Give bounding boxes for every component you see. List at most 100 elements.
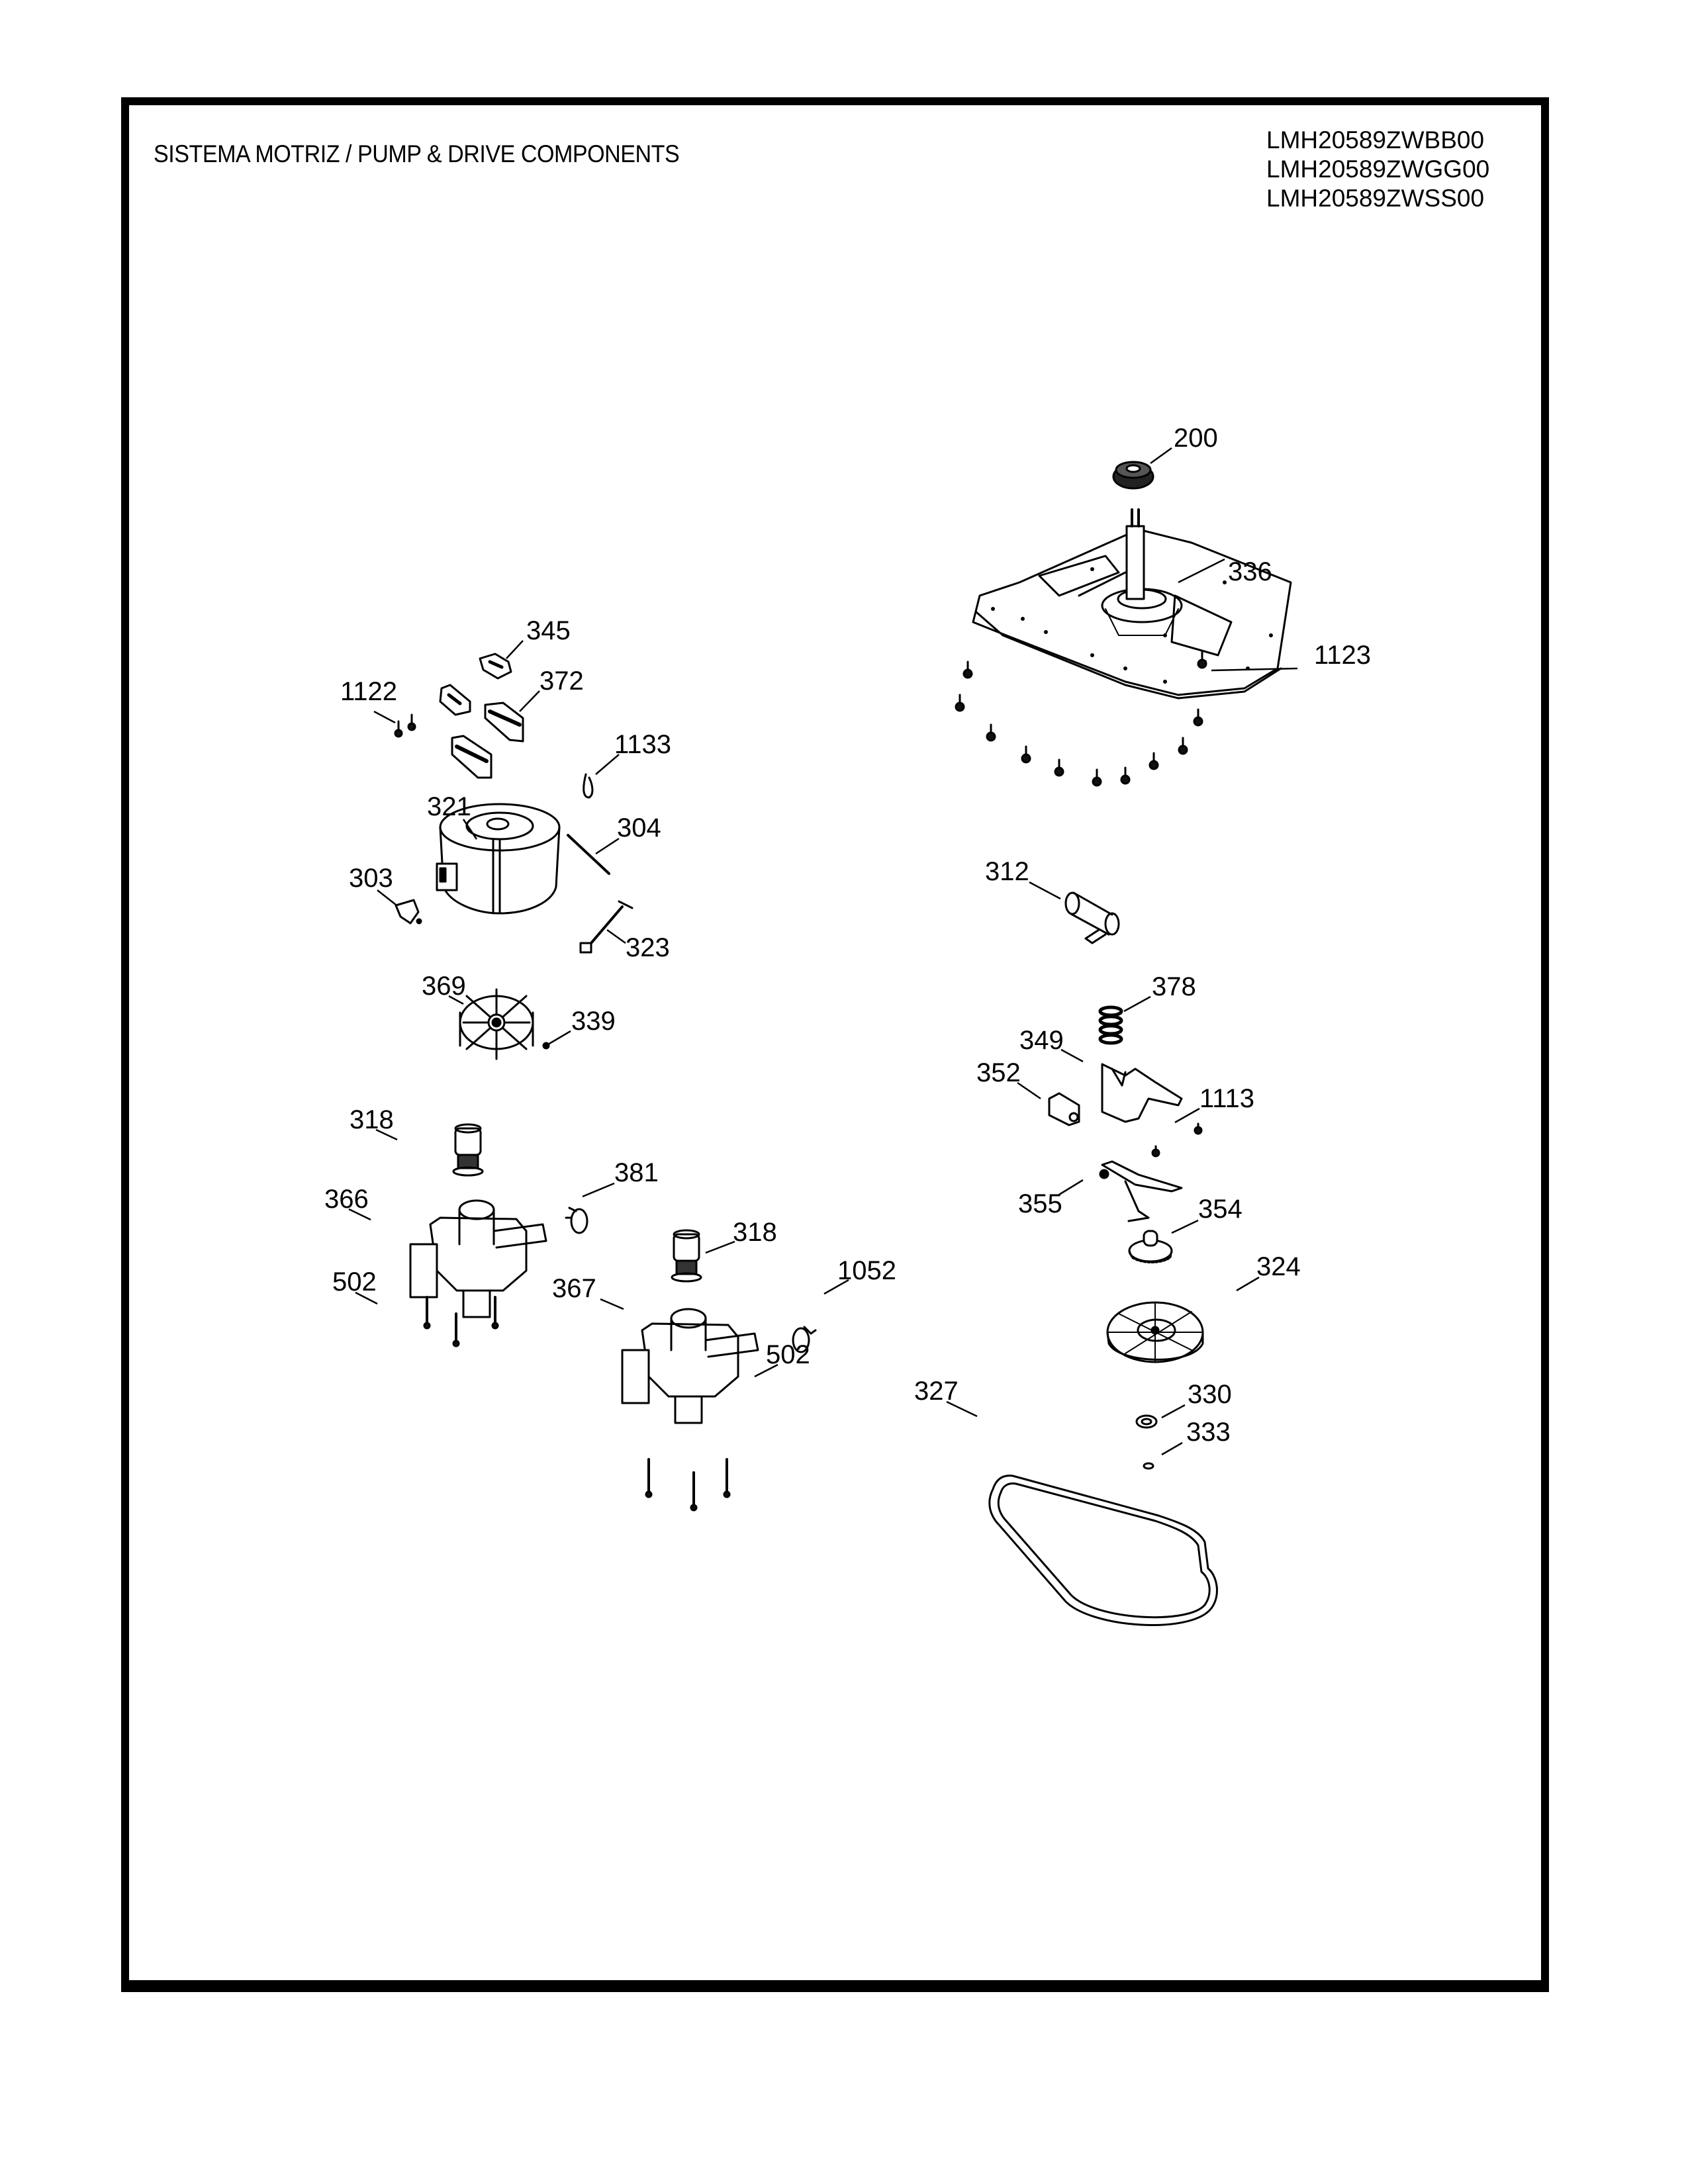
leader-354 <box>1171 1219 1199 1234</box>
leader-323 <box>606 929 626 944</box>
leader-349 <box>1060 1048 1084 1063</box>
callout-1122: 1122 <box>340 677 397 706</box>
callout-labels: 200 336 1123 345 372 1122 1133 321 304 3… <box>324 424 1371 1447</box>
callout-321: 321 <box>427 792 471 821</box>
leader-355 <box>1058 1179 1084 1196</box>
part-324-drive-pulley <box>1106 1301 1204 1363</box>
callout-1133: 1133 <box>614 730 671 759</box>
part-339-fan-nut <box>542 1042 550 1050</box>
callout-502-right: 502 <box>766 1340 810 1369</box>
callout-318-top: 318 <box>350 1105 394 1134</box>
part-372-mount-bracket-2 <box>451 735 492 779</box>
page-frame <box>121 97 1549 1992</box>
leader-502b <box>754 1363 778 1378</box>
part-502-screws-1 <box>423 1296 499 1347</box>
leader-1113 <box>1174 1107 1200 1124</box>
leader-339 <box>547 1030 571 1046</box>
leader-372 <box>519 690 540 712</box>
part-200-bearing-cap <box>1112 461 1154 490</box>
callout-323: 323 <box>626 933 670 962</box>
leader-1122 <box>373 710 396 724</box>
part-333-ring <box>1143 1462 1154 1470</box>
callout-372: 372 <box>539 666 584 696</box>
part-321-drive-motor <box>436 803 561 915</box>
leader-1052 <box>823 1279 849 1295</box>
part-1122-screws <box>394 713 416 738</box>
part-1113-screws <box>1151 1122 1203 1158</box>
callout-324: 324 <box>1256 1252 1301 1281</box>
callout-349: 349 <box>1019 1026 1064 1055</box>
callout-336: 336 <box>1228 557 1272 586</box>
part-327-drive-belt <box>988 1475 1218 1626</box>
part-312-capacitor <box>1064 891 1120 944</box>
part-1123-screws <box>955 651 1207 787</box>
callout-200: 200 <box>1174 424 1218 453</box>
part-378-spring <box>1098 1005 1123 1045</box>
part-1133-wire-clip <box>583 773 594 799</box>
leader-369 <box>448 995 464 1005</box>
leader-327 <box>946 1400 978 1418</box>
part-349-clutch-bracket <box>1101 1063 1183 1123</box>
leader-378 <box>1123 995 1151 1013</box>
callout-352: 352 <box>976 1058 1021 1087</box>
leader-318b <box>705 1240 735 1254</box>
callout-1123: 1123 <box>1314 641 1371 670</box>
callout-355: 355 <box>1018 1189 1062 1218</box>
leader-336 <box>1178 558 1225 584</box>
part-355-shift-lever <box>1099 1160 1183 1222</box>
leader-502a <box>355 1291 378 1305</box>
leader-304 <box>595 837 620 855</box>
callout-366: 366 <box>324 1185 369 1214</box>
callout-327: 327 <box>914 1377 959 1406</box>
leader-lines <box>348 447 1298 1456</box>
leader-330 <box>1161 1404 1186 1419</box>
part-354-clutch-gear <box>1128 1230 1173 1263</box>
leader-318a <box>375 1128 398 1141</box>
leader-303 <box>377 889 397 905</box>
leader-333 <box>1161 1441 1183 1456</box>
leader-312 <box>1029 881 1061 900</box>
part-345-mount-pad <box>479 653 512 680</box>
part-345-mount-pad-2 <box>439 684 471 716</box>
leader-1123 <box>1211 667 1298 672</box>
model-number: LMH20589ZWGG00 <box>1266 156 1490 183</box>
callout-303: 303 <box>349 864 393 893</box>
part-352-actuator <box>1048 1092 1080 1126</box>
callout-354: 354 <box>1198 1195 1243 1224</box>
callout-381: 381 <box>614 1158 659 1187</box>
model-number: LMH20589ZWBB00 <box>1266 126 1485 154</box>
model-number: LMH20589ZWSS00 <box>1266 185 1485 212</box>
leader-321 <box>462 819 478 840</box>
callout-333: 333 <box>1186 1418 1231 1447</box>
part-366-drain-pump <box>409 1199 547 1318</box>
part-372-mount-bracket <box>484 702 524 743</box>
model-number-list: LMH20589ZWBB00 LMH20589ZWGG00 LMH20589ZW… <box>1266 126 1489 213</box>
part-330-washer <box>1135 1414 1158 1429</box>
leader-345 <box>506 640 524 659</box>
leader-200 <box>1150 447 1172 465</box>
leader-1133 <box>595 754 620 775</box>
callout-312: 312 <box>985 857 1029 886</box>
callout-1113: 1113 <box>1199 1084 1254 1113</box>
callout-502-left: 502 <box>332 1267 377 1297</box>
callout-345: 345 <box>526 616 571 645</box>
part-323-wire-harness <box>579 900 633 954</box>
part-1052-hose-clamp <box>792 1326 817 1353</box>
part-369-motor-fan <box>459 988 534 1060</box>
part-502-screws-2 <box>645 1458 731 1512</box>
leader-367 <box>600 1298 624 1310</box>
part-304-cable-tie <box>567 834 610 875</box>
part-318-filter-2 <box>671 1229 702 1283</box>
part-303-motor-clamp <box>395 899 422 925</box>
callout-330: 330 <box>1188 1380 1232 1409</box>
leader-352 <box>1017 1081 1041 1100</box>
leader-324 <box>1236 1276 1260 1292</box>
callout-1052: 1052 <box>837 1256 896 1285</box>
leader-366 <box>348 1208 371 1221</box>
callout-339: 339 <box>571 1007 616 1036</box>
leader-381 <box>582 1182 615 1198</box>
diagram-title: SISTEMA MOTRIZ / PUMP & DRIVE COMPONENTS <box>154 140 680 167</box>
part-367-recirculation-pump <box>621 1308 759 1424</box>
callout-367: 367 <box>552 1274 596 1303</box>
